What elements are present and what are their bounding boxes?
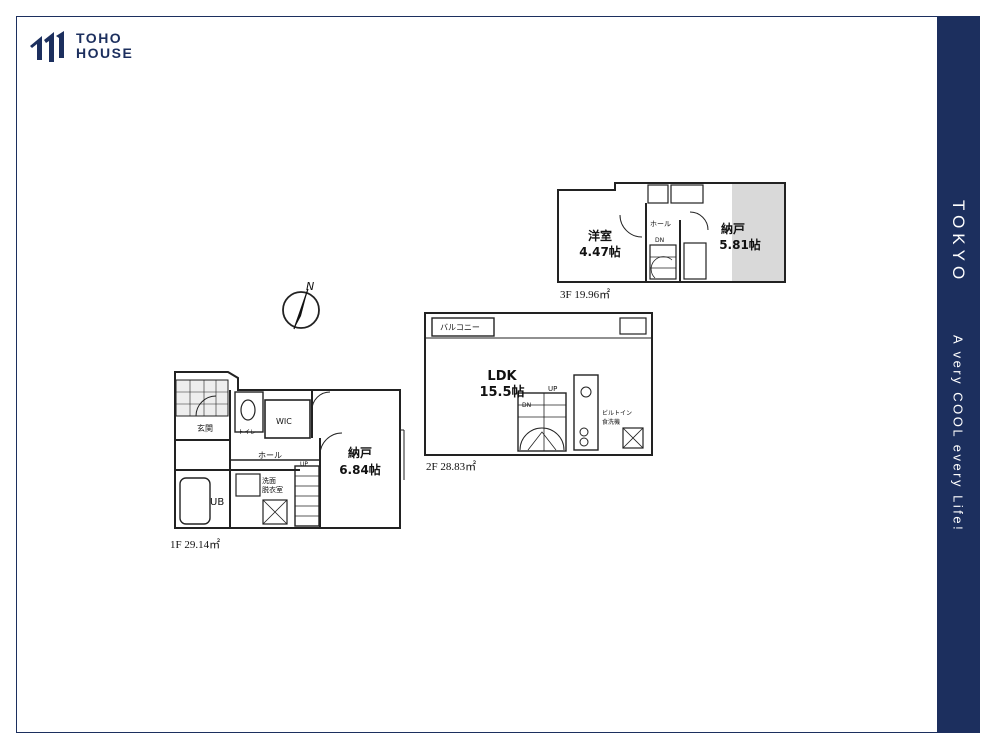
1f-floor-label: 1F 29.14㎡ <box>170 538 220 551</box>
compass-north-label: N <box>306 280 314 293</box>
2f-floor-label: 2F 28.83㎡ <box>426 460 476 473</box>
2f-ldk-name: LDK <box>487 369 517 384</box>
1f-washroom-line1: 洗面 <box>262 476 276 485</box>
side-band <box>937 16 980 733</box>
logo-line1: TOHO <box>76 30 123 46</box>
2f-builtin-line1: ビルトイン <box>602 409 632 417</box>
2f-ldk-size: 15.5帖 <box>479 384 524 400</box>
2f-stairs-up: UP <box>548 385 557 393</box>
compass: N <box>282 280 320 330</box>
1f-entrance-label: 玄関 <box>197 423 213 433</box>
logo-text: TOHO HOUSE <box>76 31 133 61</box>
3f-storage-size: 5.81帖 <box>719 237 761 252</box>
page-frame <box>16 16 980 733</box>
1f-storage-name: 納戸 <box>348 445 372 460</box>
logo: TOHO HOUSE <box>28 30 148 64</box>
logo-line2: HOUSE <box>76 45 134 61</box>
logo-mark-icon <box>30 31 64 62</box>
3f-storage-shade <box>732 183 784 283</box>
floor-2f <box>424 312 653 456</box>
side-title: TOKYO <box>949 200 968 285</box>
1f-wic-label: WIC <box>276 417 292 426</box>
3f-hall-label: ホール <box>650 220 671 228</box>
2f-builtin-line2: 食洗機 <box>602 418 620 426</box>
3f-stairs-down: DN <box>655 237 664 244</box>
2f-stairs-down: DN <box>522 402 531 409</box>
1f-toilet-label: トイレ <box>238 429 256 436</box>
floor-3f <box>557 182 786 283</box>
2f-balcony-label: バルコニー <box>440 323 480 332</box>
1f-washroom-line2: 脱衣室 <box>262 485 283 494</box>
side-tagline: A very COOL every Life! <box>950 335 966 533</box>
1f-hall-label: ホール <box>258 451 282 460</box>
3f-storage-name: 納戸 <box>721 221 745 236</box>
floor-1f <box>174 371 405 529</box>
3f-floor-label: 3F 19.96㎡ <box>560 288 610 301</box>
3f-western-size: 4.47帖 <box>579 244 621 259</box>
1f-stairs-up: UP <box>300 461 308 468</box>
3f-western-name: 洋室 <box>588 228 612 243</box>
1f-storage-size: 6.84帖 <box>339 462 381 477</box>
1f-bath-label: UB <box>210 497 224 508</box>
